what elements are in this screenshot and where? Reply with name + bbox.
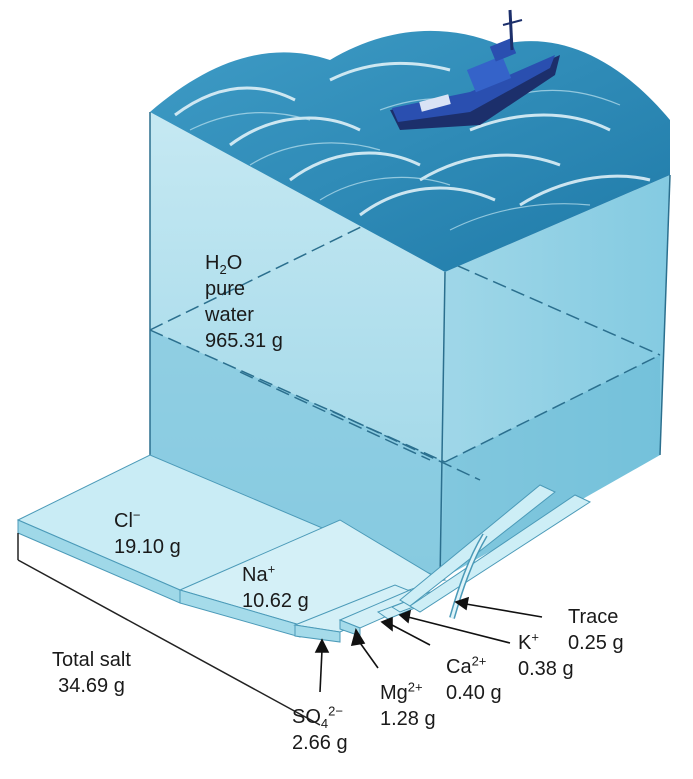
hidden-edges — [149, 224, 661, 481]
calcium-charge: 2+ — [471, 653, 487, 669]
potassium-charge: + — [531, 629, 539, 645]
sulfate-subscript: 4 — [320, 716, 329, 731]
water-line3: water — [205, 304, 254, 326]
magnesium-symbol: Mg — [380, 682, 408, 704]
total-salt-label: Total salt 34.69 g — [52, 647, 131, 699]
trace-mass: 0.25 g — [568, 632, 624, 654]
calcium-label: Ca2+ 0.40 g — [446, 654, 502, 706]
calcium-symbol: Ca — [446, 656, 472, 678]
block-outline — [149, 112, 671, 581]
chloride-label: Cl− 19.10 g — [114, 508, 181, 560]
label-arrows — [314, 596, 543, 693]
calcium-mass: 0.40 g — [446, 682, 502, 704]
wave-crests — [174, 61, 651, 217]
water-formula-base: H — [205, 252, 220, 274]
water-formula: H2O — [205, 250, 283, 276]
total-salt-title: Total salt — [52, 649, 131, 671]
water-formula-sub: 2 — [219, 262, 227, 277]
potassium-symbol: K — [518, 632, 532, 654]
potassium-mass: 0.38 g — [518, 658, 574, 680]
sodium-symbol: Na — [242, 564, 268, 586]
chloride-symbol: Cl — [114, 510, 133, 532]
trace-title: Trace — [568, 606, 619, 628]
water-line2: pure — [205, 278, 246, 300]
sulfate-label: SO42− 2.66 g — [292, 704, 348, 756]
potassium-label: K+ 0.38 g — [518, 630, 574, 682]
sodium-label: Na+ 10.62 g — [242, 562, 309, 614]
sulfate-mass: 2.66 g — [292, 732, 348, 754]
sulfate-slab-edge — [294, 624, 341, 643]
water-label: H2O pure water 965.31 g — [205, 250, 283, 354]
sulfate-symbol: SO — [292, 706, 321, 728]
sodium-mass: 10.62 g — [242, 590, 309, 612]
total-salt-bracket — [17, 559, 321, 726]
water-mass: 965.31 g — [205, 330, 283, 352]
sulfate-charge: 2− — [328, 703, 343, 719]
trace-label: Trace 0.25 g — [568, 604, 624, 656]
water-formula-rest: O — [226, 252, 243, 274]
total-salt-mass: 34.69 g — [58, 675, 125, 697]
research-ship-icon — [390, 9, 560, 130]
magnesium-charge: 2+ — [407, 679, 423, 695]
water-block-lower — [150, 330, 445, 580]
chloride-mass: 19.10 g — [114, 536, 181, 558]
salt-slabs — [16, 454, 592, 643]
chloride-charge: − — [132, 507, 141, 523]
magnesium-label: Mg2+ 1.28 g — [380, 680, 436, 732]
magnesium-mass: 1.28 g — [380, 708, 436, 730]
sodium-charge: + — [267, 561, 276, 577]
